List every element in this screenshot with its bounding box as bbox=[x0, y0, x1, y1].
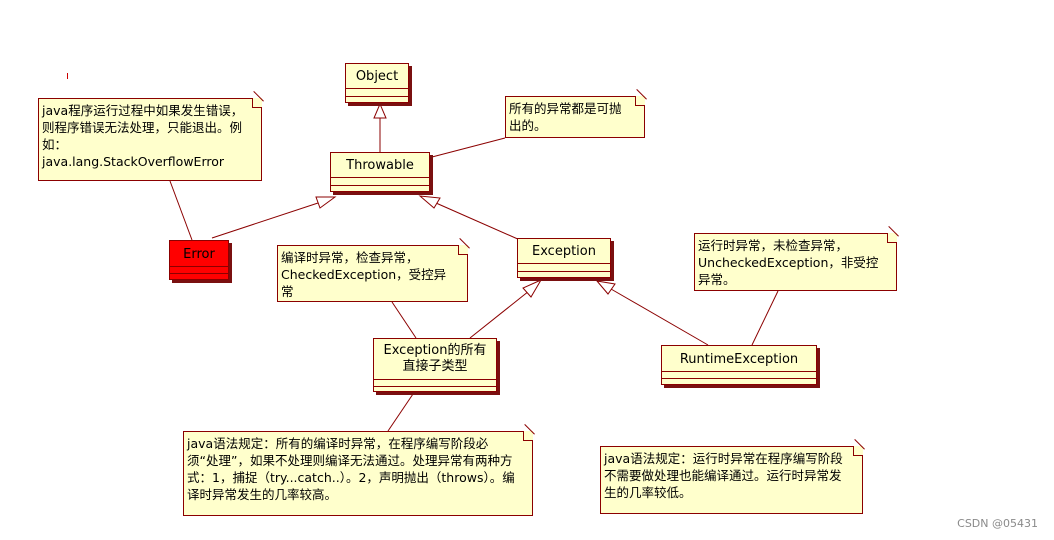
compartment-divider bbox=[518, 271, 610, 272]
note-error: java程序运行过程中如果发生错误，则程序错误无法处理，只能退出。例如：java… bbox=[38, 98, 262, 181]
class-object[interactable]: Object bbox=[345, 63, 409, 103]
note-error-text: java程序运行过程中如果发生错误，则程序错误无法处理，只能退出。例如：java… bbox=[42, 103, 244, 169]
compartment-divider bbox=[374, 386, 496, 387]
note-runtime-rule-text: java语法规定：运行时异常在程序编写阶段不需要做处理也能编译通过。运行时异常发… bbox=[604, 451, 843, 500]
compartment-divider bbox=[331, 177, 429, 178]
note-fold bbox=[252, 98, 262, 108]
note-checked-rule-text: java语法规定：所有的编译时异常，在程序编写阶段必须“处理”，如果不处理则编译… bbox=[187, 436, 515, 502]
class-checked-exception[interactable]: Exception的所有直接子类型 bbox=[373, 338, 497, 392]
compartment-divider bbox=[374, 379, 496, 380]
note-runtime-rule: java语法规定：运行时异常在程序编写阶段不需要做处理也能编译通过。运行时异常发… bbox=[600, 446, 863, 514]
inheritance-arrow-object bbox=[373, 102, 387, 119]
note-throwable-text: 所有的异常都是可抛出的。 bbox=[509, 101, 622, 133]
class-checked-exception-name: Exception的所有直接子类型 bbox=[383, 343, 487, 375]
note-fold bbox=[887, 233, 897, 243]
checked-rule-anchor bbox=[387, 393, 414, 432]
compartment-divider bbox=[331, 185, 429, 186]
throwable-note-anchor bbox=[431, 137, 506, 158]
note-fold bbox=[458, 245, 468, 255]
compartment-divider bbox=[662, 371, 816, 372]
error-note-anchor bbox=[169, 180, 193, 241]
inheritance-arrow-checked bbox=[522, 278, 543, 298]
compartment-divider bbox=[170, 273, 228, 274]
runtime-note-anchor bbox=[751, 290, 779, 346]
stray-mark bbox=[67, 73, 68, 79]
class-error[interactable]: Error bbox=[169, 240, 229, 280]
note-checked-text: 编译时异常，检查异常，CheckedException，受控异常 bbox=[281, 250, 447, 299]
error-to-throwable-line bbox=[211, 202, 319, 239]
class-throwable[interactable]: Throwable bbox=[330, 152, 430, 192]
class-error-name: Error bbox=[183, 247, 215, 262]
class-object-name: Object bbox=[355, 69, 399, 84]
note-runtime: 运行时异常，未检查异常，UncheckedException，非受控异常。 bbox=[694, 233, 897, 291]
runtime-to-exception-line bbox=[610, 288, 709, 346]
note-fold bbox=[853, 446, 863, 456]
checked-note-anchor bbox=[391, 301, 417, 339]
class-runtime-exception[interactable]: RuntimeException bbox=[661, 345, 817, 385]
checked-to-exception-line bbox=[469, 290, 530, 339]
compartment-divider bbox=[170, 266, 228, 267]
note-fold bbox=[635, 96, 645, 106]
compartment-divider bbox=[518, 263, 610, 264]
note-fold bbox=[523, 431, 533, 441]
exception-to-throwable-line bbox=[435, 202, 521, 241]
inheritance-arrow-error bbox=[315, 196, 337, 209]
class-runtime-exception-name: RuntimeException bbox=[679, 352, 799, 367]
inheritance-arrow-exception bbox=[418, 195, 441, 209]
note-runtime-text: 运行时异常，未检查异常，UncheckedException，非受控异常。 bbox=[698, 238, 879, 287]
note-throwable: 所有的异常都是可抛出的。 bbox=[505, 96, 645, 138]
class-throwable-name: Throwable bbox=[346, 158, 414, 173]
watermark: CSDN @05431 bbox=[957, 517, 1038, 530]
inheritance-arrow-runtime bbox=[595, 280, 616, 295]
note-checked: 编译时异常，检查异常，CheckedException，受控异常 bbox=[277, 245, 468, 302]
compartment-divider bbox=[662, 378, 816, 379]
class-exception-name: Exception bbox=[532, 244, 596, 259]
note-checked-rule: java语法规定：所有的编译时异常，在程序编写阶段必须“处理”，如果不处理则编译… bbox=[183, 431, 533, 516]
compartment-divider bbox=[346, 96, 408, 97]
class-exception[interactable]: Exception bbox=[517, 238, 611, 278]
compartment-divider bbox=[346, 88, 408, 89]
